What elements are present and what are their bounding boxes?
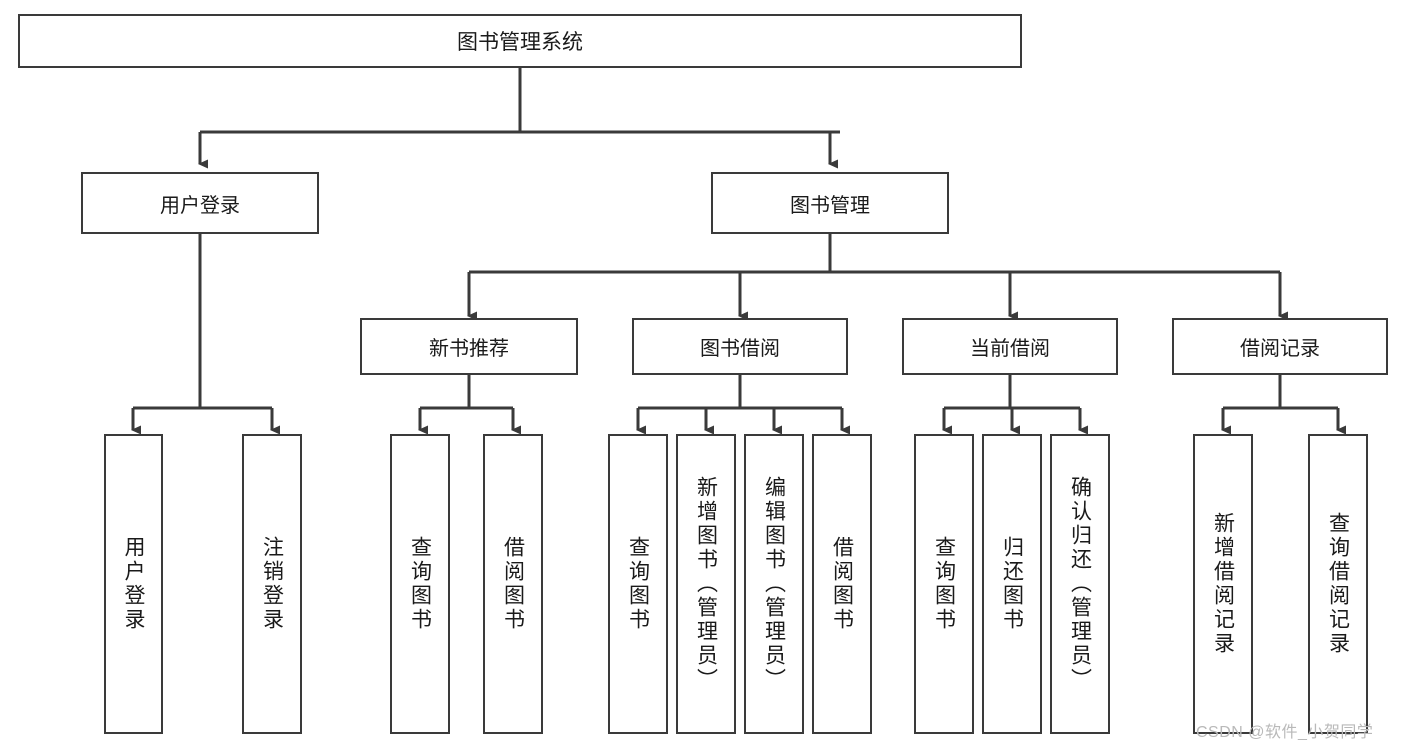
leaf-label: 用户登录 (122, 536, 145, 632)
leaf-label: 新增借阅记录 (1211, 512, 1235, 656)
leaf-label: 新增图书（管理员） (694, 476, 718, 692)
node-root-label: 图书管理系统 (457, 31, 583, 54)
leaf-label: 注销登录 (260, 536, 284, 632)
node-book-management-label: 图书管理 (790, 194, 870, 217)
leaf-current-confirm-return-admin[interactable]: 确认归还（管理员） (1050, 434, 1110, 734)
node-user-login-label: 用户登录 (160, 194, 240, 217)
watermark: CSDN @软件_小贺同学 (1196, 718, 1373, 742)
leaf-label: 查询图书 (626, 536, 650, 632)
leaf-label: 归还图书 (1000, 536, 1024, 632)
leaf-borrow-add-book-admin[interactable]: 新增图书（管理员） (676, 434, 736, 734)
leaf-label: 查询图书 (408, 536, 432, 632)
leaf-label: 确认归还（管理员） (1068, 476, 1092, 692)
node-book-management[interactable]: 图书管理 (711, 172, 949, 234)
leaf-label: 编辑图书（管理员） (762, 476, 786, 692)
leaf-user-login-logout[interactable]: 注销登录 (242, 434, 302, 734)
leaf-current-query-book[interactable]: 查询图书 (914, 434, 974, 734)
node-borrow-record-label: 借阅记录 (1240, 338, 1320, 360)
leaf-recommend-borrow-book[interactable]: 借阅图书 (483, 434, 543, 734)
leaf-record-query-record[interactable]: 查询借阅记录 (1308, 434, 1368, 734)
node-current-borrow-label: 当前借阅 (970, 338, 1050, 360)
leaf-label: 借阅图书 (501, 536, 525, 632)
node-new-book-recommend[interactable]: 新书推荐 (360, 318, 578, 375)
leaf-borrow-borrow-book[interactable]: 借阅图书 (812, 434, 872, 734)
leaf-borrow-query-book[interactable]: 查询图书 (608, 434, 668, 734)
node-root[interactable]: 图书管理系统 (18, 14, 1022, 68)
watermark-text: CSDN @软件_小贺同学 (1196, 724, 1374, 741)
leaf-borrow-edit-book-admin[interactable]: 编辑图书（管理员） (744, 434, 804, 734)
leaf-user-login-login[interactable]: 用户登录 (104, 434, 163, 734)
node-new-book-recommend-label: 新书推荐 (429, 338, 509, 360)
leaf-label: 查询借阅记录 (1326, 512, 1350, 656)
leaf-record-add-record[interactable]: 新增借阅记录 (1193, 434, 1253, 734)
leaf-recommend-query-book[interactable]: 查询图书 (390, 434, 450, 734)
leaf-label: 借阅图书 (830, 536, 854, 632)
node-current-borrow[interactable]: 当前借阅 (902, 318, 1118, 375)
node-book-borrow-label: 图书借阅 (700, 338, 780, 360)
node-user-login[interactable]: 用户登录 (81, 172, 319, 234)
node-book-borrow[interactable]: 图书借阅 (632, 318, 848, 375)
leaf-label: 查询图书 (932, 536, 956, 632)
leaf-current-return-book[interactable]: 归还图书 (982, 434, 1042, 734)
node-borrow-record[interactable]: 借阅记录 (1172, 318, 1388, 375)
